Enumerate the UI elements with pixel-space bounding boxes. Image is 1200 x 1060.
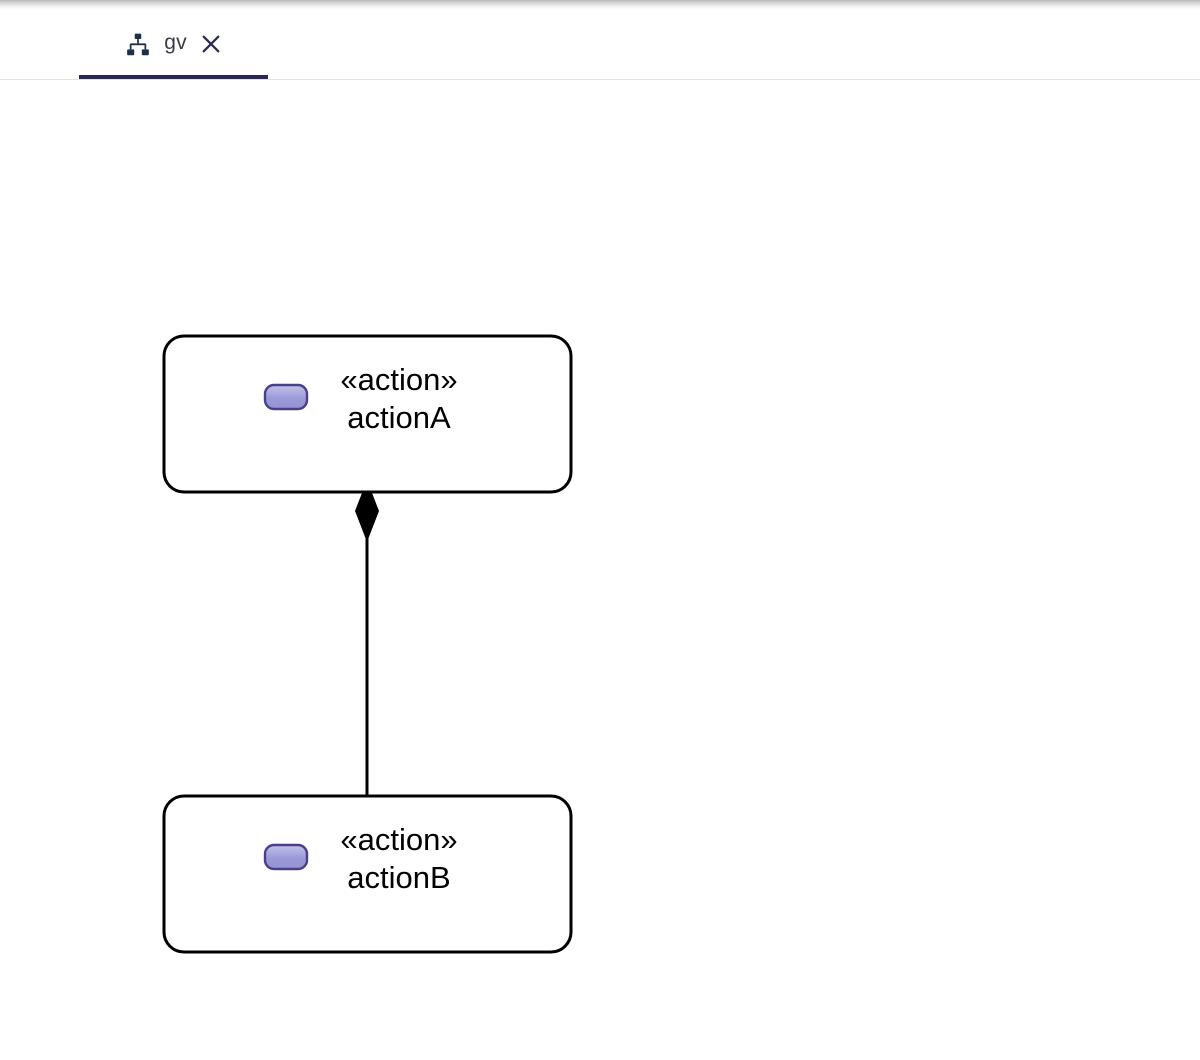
tab-bar: gv: [0, 9, 1200, 80]
tab-label: gv: [164, 31, 187, 54]
diagram-node-actionB[interactable]: «action» actionB: [162, 794, 573, 954]
diagram-node-actionA[interactable]: «action» actionA: [162, 334, 573, 494]
node-label: actionA: [347, 400, 451, 435]
diagram-canvas[interactable]: «action» actionA «action» actionB: [0, 81, 1200, 1060]
node-shape: [162, 794, 573, 954]
node-stereotype: «action»: [340, 362, 457, 397]
action-badge-icon: [263, 843, 309, 871]
action-badge-icon: [263, 383, 309, 411]
tab-gv[interactable]: gv: [79, 9, 268, 79]
account-tree-icon: [125, 30, 151, 56]
node-stereotype: «action»: [340, 822, 457, 857]
edge-composition-actionA-actionB[interactable]: [355, 480, 379, 796]
window-top-gradient: [0, 0, 1200, 9]
filled-diamond-decorator: [355, 480, 379, 542]
node-shape: [162, 334, 573, 494]
close-icon[interactable]: [200, 32, 222, 54]
node-label: actionB: [347, 860, 450, 895]
